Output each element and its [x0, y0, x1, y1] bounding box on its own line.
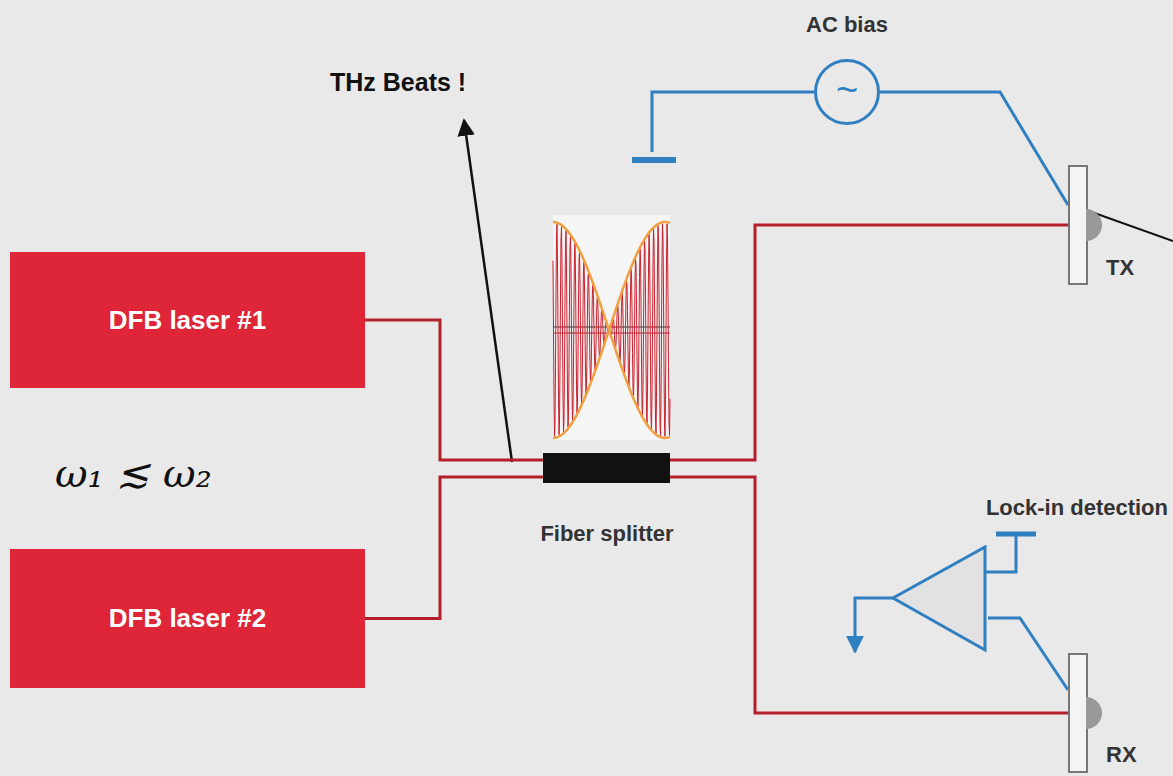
amplifier-triangle: [893, 547, 985, 650]
photodiode-body: [1068, 165, 1088, 285]
ground-symbol: [996, 532, 1036, 537]
photodiode-lens: [1086, 209, 1102, 241]
photodiode-lens: [1086, 697, 1102, 729]
laser-box: DFB laser #2: [10, 549, 365, 688]
laser-label: DFB laser #1: [109, 305, 267, 336]
bias-wire: [880, 92, 1068, 205]
fiber-splitter-bar: [543, 453, 670, 483]
optical-fiber: [670, 225, 1068, 460]
splitter-node: Fiber splitter: [507, 453, 707, 553]
photodiode-lens: [1086, 209, 1104, 241]
beat-inset: [553, 215, 670, 440]
det-node: TX: [1066, 165, 1146, 287]
device-label: TX: [1106, 255, 1134, 281]
amplifier-label: Lock-in detection: [986, 495, 1168, 521]
beat-envelope: [553, 222, 670, 438]
laser-label: DFB laser #2: [109, 603, 267, 634]
beat-envelope: [553, 222, 670, 438]
frequency-relation: ω₁ ≲ ω₂: [55, 450, 212, 496]
callout-label: THz Beats !: [330, 68, 466, 97]
optical-fiber: [365, 477, 543, 619]
optical-fiber: [365, 320, 543, 460]
ac-source: AC bias ~: [780, 12, 914, 127]
photodiode-lens: [1086, 697, 1104, 729]
ground-symbol: [632, 157, 676, 163]
bias-wire: [988, 618, 1068, 690]
ground-wire: [985, 536, 1016, 572]
callout-arrow: [464, 120, 512, 462]
laser-box: DFB laser #1: [10, 252, 365, 388]
source-circle: ~: [814, 59, 880, 125]
splitter-label: Fiber splitter: [540, 521, 673, 547]
source-label: AC bias: [806, 12, 888, 38]
amplifier-symbol: [890, 545, 990, 655]
det-node: RX: [1066, 653, 1146, 775]
output-arrow: [855, 598, 893, 652]
beat-carrier: [553, 224, 670, 437]
photodiode-body: [1068, 653, 1088, 773]
amp-node: Lock-in detection: [890, 495, 1172, 655]
leader-line: [1072, 205, 1173, 241]
device-label: RX: [1106, 742, 1137, 768]
source-symbol: ~: [836, 71, 858, 109]
ground-wire: [652, 92, 814, 152]
